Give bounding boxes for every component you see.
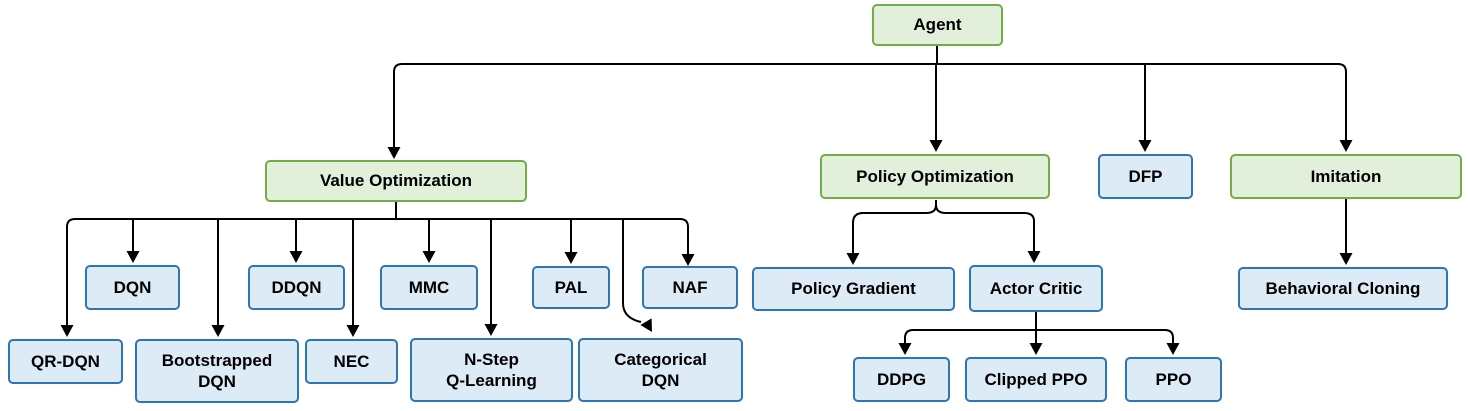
node-pal: PAL xyxy=(532,266,610,309)
node-n-step-q-learning: N-Step Q-Learning xyxy=(410,338,573,402)
node-actor-critic: Actor Critic xyxy=(969,265,1103,312)
arrowhead-pal xyxy=(564,252,578,264)
arrowhead-behavioral-cloning xyxy=(1339,253,1353,265)
edge-drop-policy-gradient xyxy=(852,200,937,253)
node-categorical-dqn: Categorical DQN xyxy=(578,338,743,402)
arrowhead-categorical-dqn xyxy=(640,318,652,332)
arrowhead-policy-optimization xyxy=(929,140,943,152)
arrowhead-ppo xyxy=(1166,343,1180,355)
node-naf: NAF xyxy=(642,266,738,309)
edge-drop-actor-critic xyxy=(935,200,1035,251)
node-mmc: MMC xyxy=(380,265,478,310)
arrowhead-naf xyxy=(681,254,695,266)
node-behavioral-cloning: Behavioral Cloning xyxy=(1238,267,1448,310)
node-policy-gradient: Policy Gradient xyxy=(752,267,955,311)
arrowhead-ddpg xyxy=(898,343,912,355)
edge-drop-categorical-dqn xyxy=(622,219,642,323)
node-ddpg: DDPG xyxy=(853,357,950,402)
arrowhead-mmc xyxy=(422,251,436,263)
arrowhead-actor-critic xyxy=(1027,251,1041,263)
arrowhead-dfp xyxy=(1138,140,1152,152)
node-dfp: DFP xyxy=(1098,154,1193,199)
edge-actor-critic-rail xyxy=(904,329,1174,343)
edge-value-optimization-rail xyxy=(66,218,689,325)
node-ppo: PPO xyxy=(1125,357,1222,402)
arrowhead-ddqn xyxy=(289,251,303,263)
arrowhead-n-step-q-learning xyxy=(484,324,498,336)
arrowhead-clipped-ppo xyxy=(1029,343,1043,355)
node-nec: NEC xyxy=(305,339,398,384)
arrowhead-nec xyxy=(346,325,360,337)
node-value-optimization: Value Optimization xyxy=(265,160,527,202)
node-clipped-ppo: Clipped PPO xyxy=(965,357,1107,402)
node-agent: Agent xyxy=(872,4,1003,46)
arrowhead-bootstrapped-dqn xyxy=(211,325,225,337)
node-policy-optimization: Policy Optimization xyxy=(820,154,1050,199)
node-ddqn: DDQN xyxy=(248,265,345,310)
arrowhead-qr-dqn xyxy=(60,325,74,337)
node-dqn: DQN xyxy=(85,265,180,310)
arrowhead-dqn xyxy=(126,251,140,263)
node-imitation: Imitation xyxy=(1230,154,1462,199)
edge-agent-rail xyxy=(393,63,1347,147)
node-bootstrapped-dqn: Bootstrapped DQN xyxy=(135,339,299,403)
arrowhead-imitation xyxy=(1339,140,1353,152)
arrowhead-value-optimization xyxy=(387,147,401,159)
node-qr-dqn: QR-DQN xyxy=(8,339,123,384)
arrowhead-policy-gradient xyxy=(846,253,860,265)
